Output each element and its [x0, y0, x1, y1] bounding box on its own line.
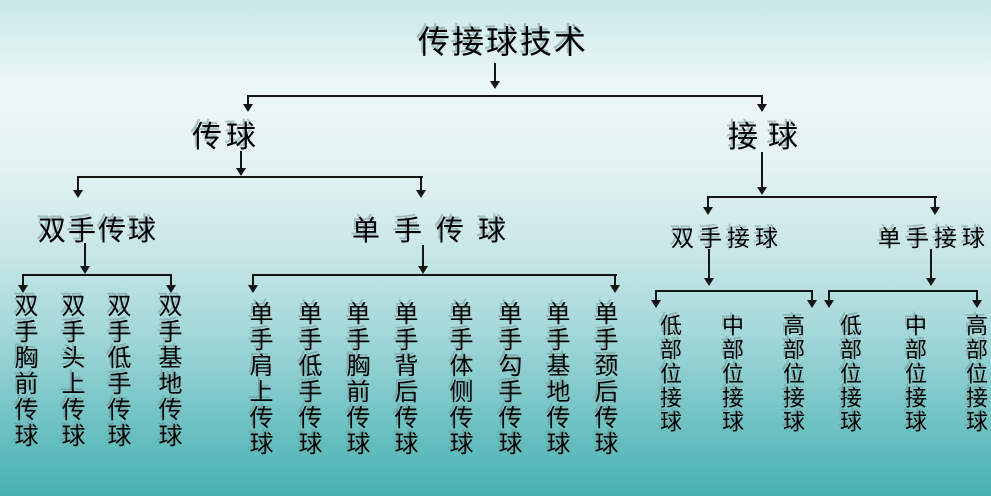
node-two-hand-pass: 双手传球: [37, 216, 159, 247]
leaf-one-hand-chest-pass: 单手胸前传球: [342, 301, 368, 457]
connector-arrow-thc-left: [650, 292, 662, 308]
leaf-one-hand-catch-low: 低部位接球: [837, 314, 862, 434]
leaf-one-hand-behind-back-pass: 单手背后传球: [390, 301, 416, 457]
connector-rail-one-hand-pass: [252, 274, 617, 276]
connector-arrow-ohp-right: [609, 276, 621, 293]
connector-arrow-thp-right: [165, 276, 177, 293]
leaf-two-hand-low-pass: 双手低手传球: [103, 293, 129, 449]
connector-arrow-to-two-hand-catch: [702, 198, 714, 215]
connector-rail-catch: [707, 196, 937, 198]
connector-arrow-thc-right: [806, 292, 818, 308]
connector-arrow-ohc-left: [823, 292, 835, 308]
connector-rail-pass: [77, 176, 423, 178]
connector-rail-two-hand-pass: [22, 274, 172, 276]
leaf-one-hand-behind-neck-pass: 单手颈后传球: [590, 301, 616, 457]
leaf-one-hand-side-pass: 单手体侧传球: [445, 301, 471, 457]
leaf-one-hand-low-pass: 单手低手传球: [294, 301, 320, 457]
connector-arrow-to-two-hand-pass: [72, 178, 84, 198]
connector-arrow-one-hand-pass: [417, 245, 429, 274]
connector-arrow-to-one-hand-pass: [415, 178, 427, 198]
leaf-two-hand-overhead-pass: 双手头上传球: [57, 293, 83, 449]
connector-arrow-two-hand-catch: [703, 249, 715, 286]
connector-arrow-root: [489, 63, 501, 89]
leaf-one-hand-catch-mid: 中部位接球: [902, 314, 927, 434]
connector-rail-two-hand-catch: [655, 290, 813, 292]
node-one-hand-pass: 单手传球: [351, 216, 521, 247]
leaf-two-hand-catch-high: 高部位接球: [780, 314, 805, 434]
leaf-two-hand-catch-low: 低部位接球: [657, 314, 682, 434]
leaf-one-hand-shoulder-pass: 单手肩上传球: [245, 301, 271, 457]
leaf-two-hand-catch-mid: 中部位接球: [719, 314, 744, 434]
connector-arrow-pass: [235, 151, 247, 176]
connector-arrow-to-one-hand-catch: [929, 198, 941, 215]
connector-rail-one-hand-catch: [828, 290, 978, 292]
leaf-two-hand-ground-pass: 双手基地传球: [154, 293, 180, 449]
leaf-one-hand-ground-pass: 单手基地传球: [542, 301, 568, 457]
leaf-one-hand-hook-pass: 单手勾手传球: [494, 301, 520, 457]
node-one-hand-catch: 单手接球: [878, 226, 990, 251]
connector-arrow-ohp-left: [247, 276, 259, 293]
node-catch: 接球: [728, 121, 808, 154]
chart-title: 传接球技术: [417, 24, 589, 60]
connector-arrow-to-catch: [756, 97, 768, 112]
connector-rail-level1: [247, 95, 763, 97]
connector-arrow-to-pass: [242, 97, 254, 112]
connector-arrow-two-hand-pass: [79, 243, 91, 274]
leaf-one-hand-catch-high: 高部位接球: [963, 314, 988, 434]
leaf-two-hand-chest-pass: 双手胸前传球: [10, 293, 36, 449]
node-two-hand-catch: 双手接球: [671, 226, 783, 251]
connector-arrow-thp-left: [17, 276, 29, 293]
connector-arrow-ohc-right: [971, 292, 983, 308]
connector-arrow-catch: [756, 152, 768, 195]
node-pass: 传球: [192, 121, 260, 154]
connector-arrow-one-hand-catch: [925, 249, 937, 286]
